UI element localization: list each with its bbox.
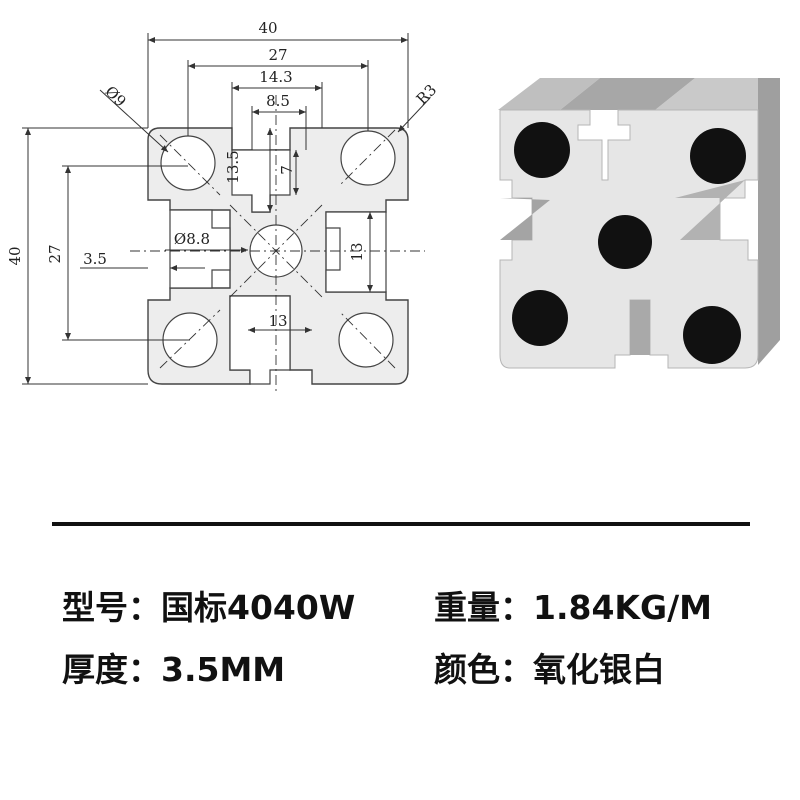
spec-model-label: 型号： (62, 588, 161, 627)
dim-wall: 3.5 (83, 250, 107, 268)
spec-weight-label: 重量： (434, 588, 533, 627)
dim-height: 40 (6, 246, 24, 265)
spec-thickness-label: 厚度： (62, 650, 161, 689)
dimension-lines (22, 33, 431, 385)
top-face-left (498, 78, 600, 110)
photo-holes (512, 122, 746, 364)
groove-left (500, 198, 550, 240)
dim-slot-opening: 14.3 (259, 68, 292, 86)
spec-color-value: 氧化银白 (533, 650, 665, 689)
spec-thickness: 厚度：3.5MM (62, 650, 285, 690)
dim-center-hole: Ø8.8 (174, 230, 210, 248)
dim-outer-width: 40 (258, 19, 277, 37)
spec-color-label: 颜色： (434, 650, 533, 689)
hole-top-right (690, 128, 746, 184)
section-divider (52, 522, 750, 526)
hole-bottom-right (683, 306, 741, 364)
hole-bottom-left (512, 290, 568, 346)
spec-weight-value: 1.84KG/M (533, 588, 712, 627)
groove-bottom (630, 300, 650, 355)
dim-right-slot: 13 (348, 242, 366, 261)
spec-model-value: 国标4040W (161, 588, 356, 627)
dim-radius: R3 (413, 81, 440, 108)
dim-slot-neck: 8.5 (266, 92, 290, 110)
hole-center (598, 215, 652, 269)
right-side-face (758, 78, 780, 365)
dim-bottom-slot: 13 (268, 312, 287, 330)
spec-model: 型号：国标4040W (62, 588, 355, 628)
product-photo (498, 78, 780, 369)
cross-section-drawing: 40 27 14.3 8.5 Ø9 R3 40 27 13.5 7 Ø8.8 3… (6, 19, 440, 395)
spec-color: 颜色：氧化银白 (434, 650, 665, 690)
groove-right-inner (675, 180, 745, 240)
center-lines (130, 95, 425, 395)
spec-thickness-value: 3.5MM (161, 650, 286, 689)
hole-top-left (514, 122, 570, 178)
dim-height-inner: 27 (46, 244, 64, 263)
top-face-right (655, 78, 758, 110)
dim-slot-span: 27 (268, 46, 287, 64)
groove-top (560, 78, 695, 110)
dim-hole-dia: Ø9 (101, 82, 129, 110)
spec-weight: 重量：1.84KG/M (434, 588, 712, 628)
dim-depth-7: 7 (278, 165, 296, 175)
dim-depth-13-5: 13.5 (224, 150, 242, 183)
